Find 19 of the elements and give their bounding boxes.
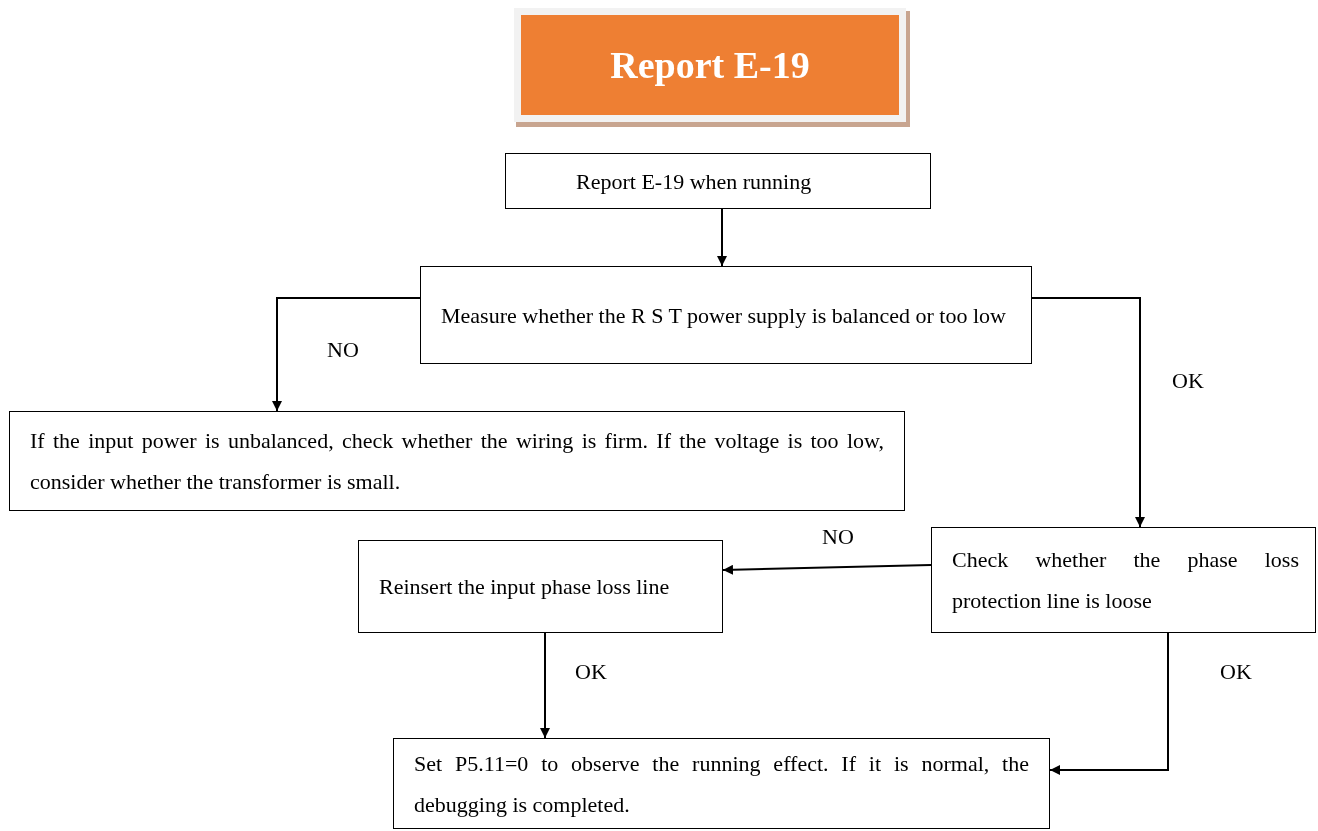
process-box	[505, 153, 931, 209]
step-text: Report E-19 when running	[576, 167, 813, 196]
step-text: Check whether the phase loss protection line is loose	[952, 546, 1299, 615]
step-text: Reinsert the input phase loss line	[379, 573, 671, 601]
arrow	[272, 297, 421, 412]
arrow	[1049, 632, 1169, 775]
process-box	[420, 266, 1032, 364]
arrow	[722, 564, 932, 575]
step-text: If the input power is unbalanced, check whether the wiring is firm. If the voltage is too low, consider whether the transformer is small.	[30, 427, 884, 496]
process-box	[358, 540, 723, 633]
process-box	[393, 738, 1050, 829]
arrow	[540, 632, 550, 739]
arrow	[717, 208, 727, 267]
step-text: Measure whether the R S T power supply is balanced or too low	[441, 301, 1007, 330]
title-text: Report E-19	[609, 43, 811, 88]
step-text: Set P5.11=0 to observe the running effect. If it is normal, the debugging is completed.	[414, 749, 1029, 819]
process-box	[9, 411, 905, 511]
process-box	[931, 527, 1316, 633]
arrow	[1031, 297, 1145, 528]
